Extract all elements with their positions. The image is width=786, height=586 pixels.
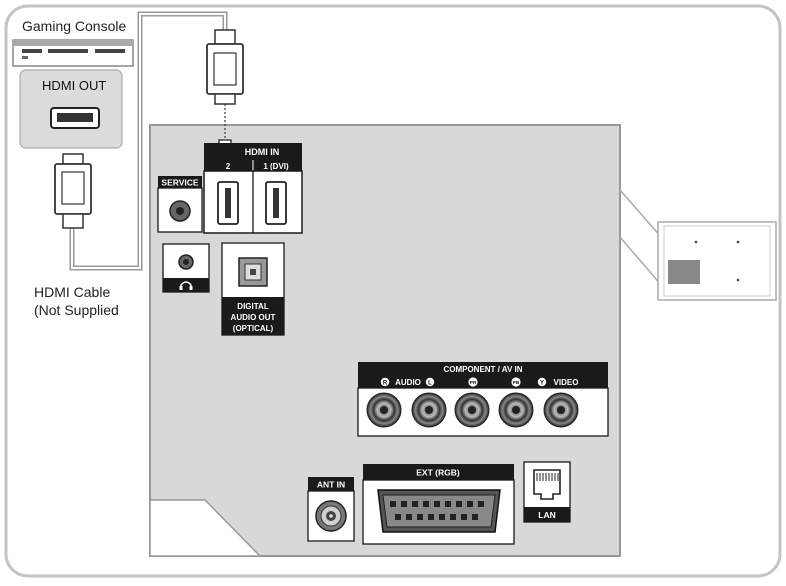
mark-pb-icon xyxy=(511,377,521,387)
component-title: COMPONENT / AV IN xyxy=(443,365,522,374)
lan-label: LAN xyxy=(538,510,555,520)
hdmi-in-title: HDMI IN xyxy=(245,147,280,157)
hdmi-out-label: HDMI OUT xyxy=(42,78,107,93)
hdmi-in-group: HDMI IN 2 1 (DVI) xyxy=(203,143,303,234)
lan-port xyxy=(533,469,561,500)
hdmi-cable-label-line-2: (Not Supplied xyxy=(34,302,119,318)
hdmi-cable xyxy=(69,11,228,271)
audio-label: AUDIO xyxy=(395,378,421,387)
ant-in-group: ANT IN xyxy=(307,477,355,542)
service-label: SERVICE xyxy=(161,178,198,188)
zoom-line-bottom xyxy=(619,236,663,287)
lan-port-group: LAN xyxy=(523,461,571,523)
digital-audio-line-2: AUDIO OUT xyxy=(231,313,276,322)
video-label: VIDEO xyxy=(554,378,579,387)
mark-y: Y xyxy=(540,381,544,387)
hdmi-plug-tv xyxy=(206,29,244,105)
mark-l-icon xyxy=(425,377,435,387)
mark-y-icon xyxy=(537,377,547,387)
component-av-in-group: COMPONENT / AV IN R AUDIO L PR PB Y VIDE… xyxy=(357,362,609,437)
ext-rgb-label: EXT (RGB) xyxy=(416,468,460,478)
digital-audio-line-3: (OPTICAL) xyxy=(233,324,274,333)
zoom-line-top xyxy=(619,189,663,239)
headphone-port-group xyxy=(162,243,210,293)
ant-in-label: ANT IN xyxy=(317,480,345,490)
mark-pr: PR xyxy=(470,380,477,386)
gaming-console xyxy=(12,39,134,149)
mark-r-icon xyxy=(380,377,390,387)
hdmi-port-2-label: 2 xyxy=(226,162,231,171)
tv-back-thumbnail xyxy=(657,221,777,301)
hdmi-cable-label-line-1: HDMI Cable xyxy=(34,284,111,300)
hdmi-plug-console xyxy=(54,153,92,229)
ext-rgb-group: EXT (RGB) xyxy=(362,464,515,545)
panel-corner-cutout xyxy=(149,499,262,557)
service-port-group: SERVICE xyxy=(157,176,203,233)
hdmi-cable-label: HDMI Cable (Not Supplied xyxy=(34,283,119,319)
thumbnail-panel-highlight xyxy=(668,260,700,284)
mark-r: R xyxy=(383,381,388,387)
mark-pb: PB xyxy=(513,380,520,386)
gaming-console-label: Gaming Console xyxy=(22,18,127,34)
headphone-icon xyxy=(179,281,193,290)
mark-pr-icon xyxy=(468,377,478,387)
digital-audio-line-1: DIGITAL xyxy=(237,302,269,311)
digital-audio-out-group: DIGITAL AUDIO OUT (OPTICAL) xyxy=(221,242,285,336)
mark-l: L xyxy=(428,381,432,387)
hdmi-port-1-label: 1 (DVI) xyxy=(263,162,289,171)
